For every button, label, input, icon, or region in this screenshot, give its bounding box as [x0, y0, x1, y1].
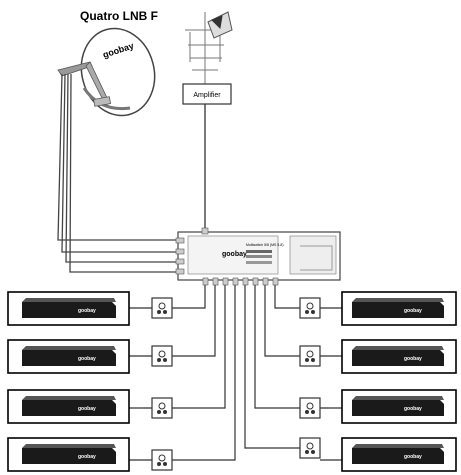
receiver-brand-label: goobay [404, 406, 422, 412]
output-cables [172, 285, 300, 461]
amplifier-box: Amplifier [182, 83, 232, 105]
wall-socket-right-1 [299, 297, 321, 319]
terrestrial-antenna-icon [185, 11, 233, 88]
multiswitch-brand-label: goobay [222, 251, 247, 258]
satellite-dish: goobay [57, 27, 156, 117]
wall-socket-left-2 [151, 345, 173, 367]
lnb-cables [57, 73, 178, 273]
diagram-title: Quatro LNB F [80, 9, 158, 23]
receiver-brand-label: goobay [78, 406, 96, 412]
receiver-right-4: goobay [341, 437, 457, 472]
receiver-right-1: goobay [341, 291, 457, 326]
receiver-left-1: goobay [7, 291, 130, 326]
receiver-brand-label: goobay [78, 308, 96, 314]
wall-socket-left-4 [151, 449, 173, 471]
wall-socket-right-3 [299, 397, 321, 419]
receiver-right-2: goobay [341, 339, 457, 374]
multiswitch-device: goobay Multiswitch 5/8 (MS 5-8) [175, 227, 341, 286]
multiswitch-model-label: Multiswitch 5/8 (MS 5-8) [246, 243, 284, 247]
receiver-left-3: goobay [7, 389, 130, 424]
receiver-left-4: goobay [7, 437, 130, 472]
receiver-brand-label: goobay [404, 454, 422, 460]
wall-socket-left-3 [151, 397, 173, 419]
wall-socket-right-4 [299, 437, 321, 459]
wall-socket-left-1 [151, 297, 173, 319]
receiver-left-2: goobay [7, 339, 130, 374]
receiver-brand-label: goobay [404, 308, 422, 314]
receiver-brand-label: goobay [78, 356, 96, 362]
receiver-brand-label: goobay [404, 356, 422, 362]
receiver-right-3: goobay [341, 389, 457, 424]
wall-socket-right-2 [299, 345, 321, 367]
amplifier-label: Amplifier [193, 92, 221, 99]
receiver-brand-label: goobay [78, 454, 96, 460]
